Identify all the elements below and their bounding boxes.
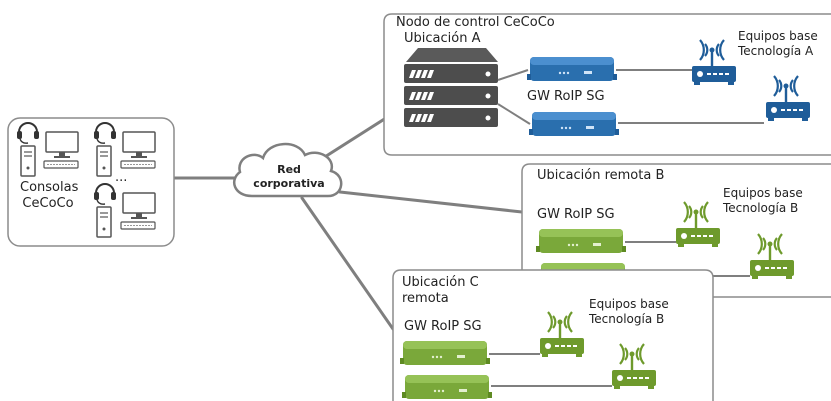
node-c-gw-label: GW RoIP SG [404,319,482,334]
node-c-title-line2: remota [402,291,449,306]
gateway-icon-c2 [402,375,492,399]
node-a-title-line1: Nodo de control CeCoCo [396,15,555,30]
network-links [171,116,524,331]
network-label-line2: corporativa [253,177,325,190]
node-a-equip-line2: Tecnología A [738,44,814,58]
node-a-gw-label: GW RoIP SG [527,89,605,104]
node-a-equip-line1: Equipos base [738,29,818,43]
link-cloud-node-b [338,190,524,214]
gateway-icon-a1 [527,57,617,81]
server-icon [404,48,498,127]
node-a-title-line2: Ubicación A [404,31,481,46]
node-b-gw-label: GW RoIP SG [537,207,615,222]
node-a-group [383,13,831,156]
consoles-ellipsis: ... [115,170,128,185]
node-b-equip-line1: Equipos base [723,186,803,200]
node-b-equip-line2: Tecnología B [723,201,799,215]
consoles-label-line2: CeCoCo [22,196,74,211]
node-c-group [392,269,714,401]
network-label-line1: Red [277,163,301,176]
node-c-title-line1: Ubicación C [402,275,479,290]
node-c-equip-line1: Equipos base [589,297,669,311]
consoles-label-line1: Consolas [20,180,79,195]
node-b-title: Ubicación remota B [537,168,665,183]
gateway-icon-a2 [529,112,619,136]
gateway-icon-b1 [536,229,626,253]
cloud-icon [232,142,343,198]
gateway-icon-c1 [400,341,490,365]
link-cloud-node-c [300,196,395,331]
consoles-group [7,117,175,247]
link-cloud-node-a [318,116,388,162]
node-c-equip-line2: Tecnología B [589,312,665,326]
